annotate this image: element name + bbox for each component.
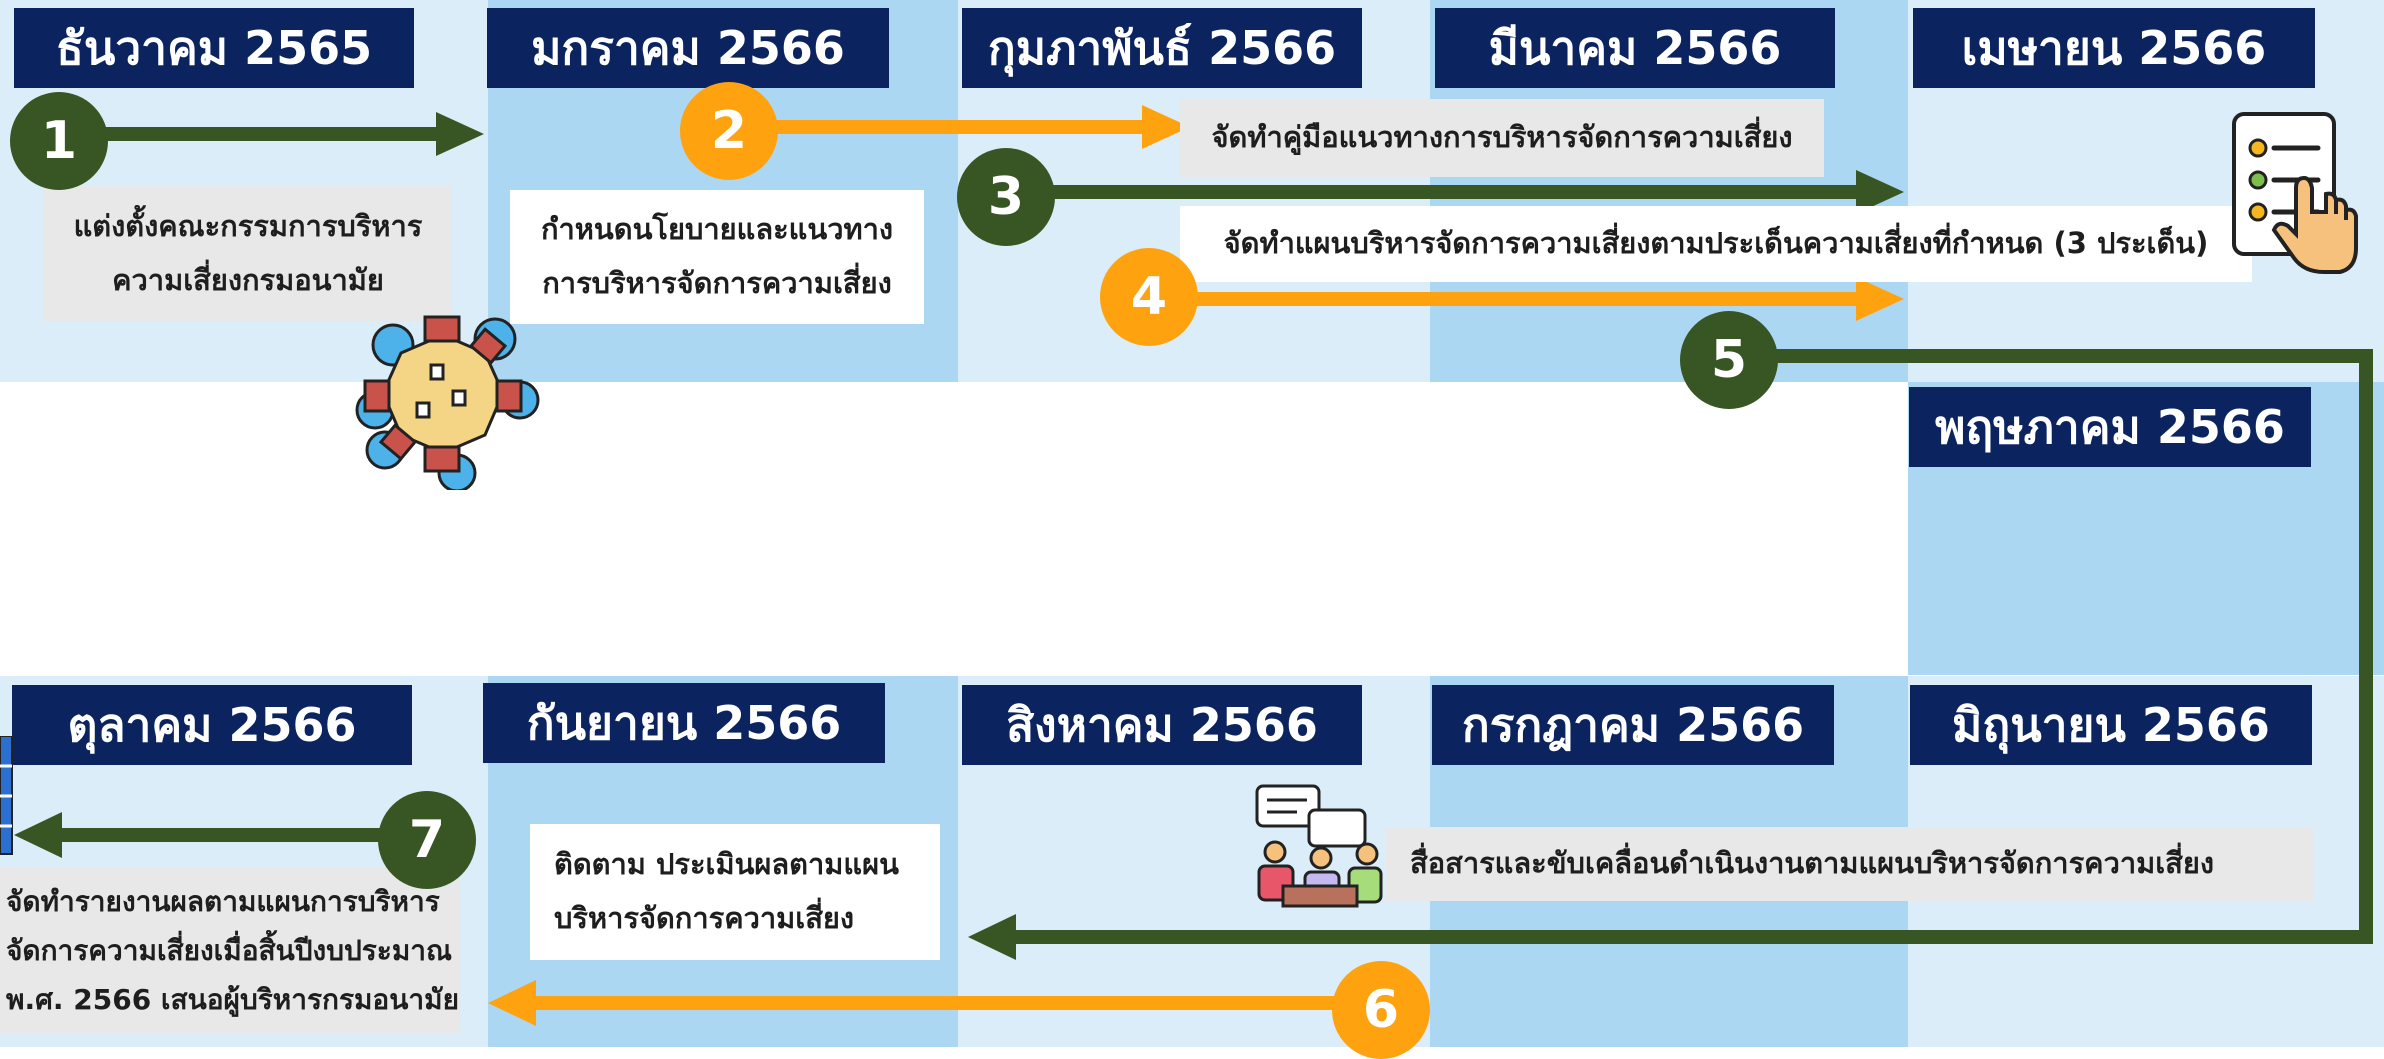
step-2-line-1: กำหนดนโยบายและแนวทาง [540, 212, 894, 247]
step-2-text: กำหนดนโยบายและแนวทาง การบริหารจัดการความ… [510, 190, 924, 324]
step-7-line-2: จัดการความเสี่ยงเมื่อสิ้นปีงบประมาณ [6, 934, 452, 967]
checklist-hand-icon [2232, 112, 2358, 274]
step-1-badge: 1 [10, 92, 108, 190]
team-discussion-icon [1255, 784, 1383, 908]
arrow-step-1 [100, 112, 484, 156]
month-header-may-2566: พฤษภาคม 2566 [1909, 387, 2311, 467]
meeting-table-icon [355, 315, 540, 490]
month-header-dec-2565: ธันวาคม 2565 [14, 8, 414, 88]
arrow-step-5 [968, 349, 2373, 960]
step-7-text: จัดทำรายงานผลตามแผนการบริหาร จัดการความเ… [0, 868, 460, 1033]
month-header-apr-2566: เมษายน 2566 [1913, 8, 2315, 88]
step-5-text: สื่อสารและขับเคลื่อนดำเนินงานตามแผนบริหา… [1386, 827, 2314, 901]
month-header-jul-2566: กรกฎาคม 2566 [1432, 685, 1834, 765]
month-header-jun-2566: มิถุนายน 2566 [1910, 685, 2312, 765]
month-header-mar-2566: มีนาคม 2566 [1435, 8, 1835, 88]
step-4-line-1: จัดทำแผนบริหารจัดการความเสี่ยงตามประเด็น… [1223, 226, 2209, 261]
arrow-step-7 [14, 812, 380, 858]
arrow-step-2 [760, 105, 1190, 149]
step-5-badge: 5 [1680, 311, 1778, 409]
step-6-line-1: ติดตาม ประเมินผลตามแผน [554, 847, 899, 882]
step-7-line-3: พ.ศ. 2566 เสนอผู้บริหารกรมอนามัย [6, 983, 459, 1016]
step-2-line-2: การบริหารจัดการความเสี่ยง [542, 266, 892, 300]
step-2-badge: 2 [680, 82, 778, 180]
step-5-line-1: สื่อสารและขับเคลื่อนดำเนินงานตามแผนบริหา… [1410, 846, 2215, 881]
step-7-badge: 7 [378, 791, 476, 889]
arrow-step-3 [1040, 170, 1904, 214]
step-1-line-1: แต่งตั้งคณะกรรมการบริหาร [73, 209, 423, 244]
arrow-step-6 [488, 980, 1340, 1026]
arrow-step-4 [1180, 277, 1904, 321]
document-stack-icon [0, 736, 13, 855]
month-header-aug-2566: สิงหาคม 2566 [962, 685, 1362, 765]
step-7-line-1: จัดทำรายงานผลตามแผนการบริหาร [6, 885, 440, 918]
month-header-oct-2566: ตุลาคม 2566 [12, 685, 412, 765]
step-4-badge: 4 [1100, 248, 1198, 346]
step-4-text: จัดทำแผนบริหารจัดการความเสี่ยงตามประเด็น… [1180, 206, 2252, 282]
step-3-line-1: จัดทำคู่มือแนวทางการบริหารจัดการความเสี่… [1211, 120, 1793, 155]
month-header-jan-2566: มกราคม 2566 [487, 8, 889, 88]
month-header-feb-2566: กุมภาพันธ์ 2566 [962, 8, 1362, 88]
step-3-text: จัดทำคู่มือแนวทางการบริหารจัดการความเสี่… [1180, 99, 1824, 177]
step-1-text: แต่งตั้งคณะกรรมการบริหาร ความเสี่ยงกรมอน… [44, 186, 452, 322]
step-6-text: ติดตาม ประเมินผลตามแผน บริหารจัดการความเ… [530, 824, 940, 960]
step-6-line-2: บริหารจัดการความเสี่ยง [554, 901, 855, 935]
step-6-badge: 6 [1332, 961, 1430, 1059]
step-3-badge: 3 [957, 148, 1055, 246]
month-header-sep-2566: กันยายน 2566 [483, 683, 885, 763]
step-1-line-2: ความเสี่ยงกรมอนามัย [112, 263, 384, 297]
